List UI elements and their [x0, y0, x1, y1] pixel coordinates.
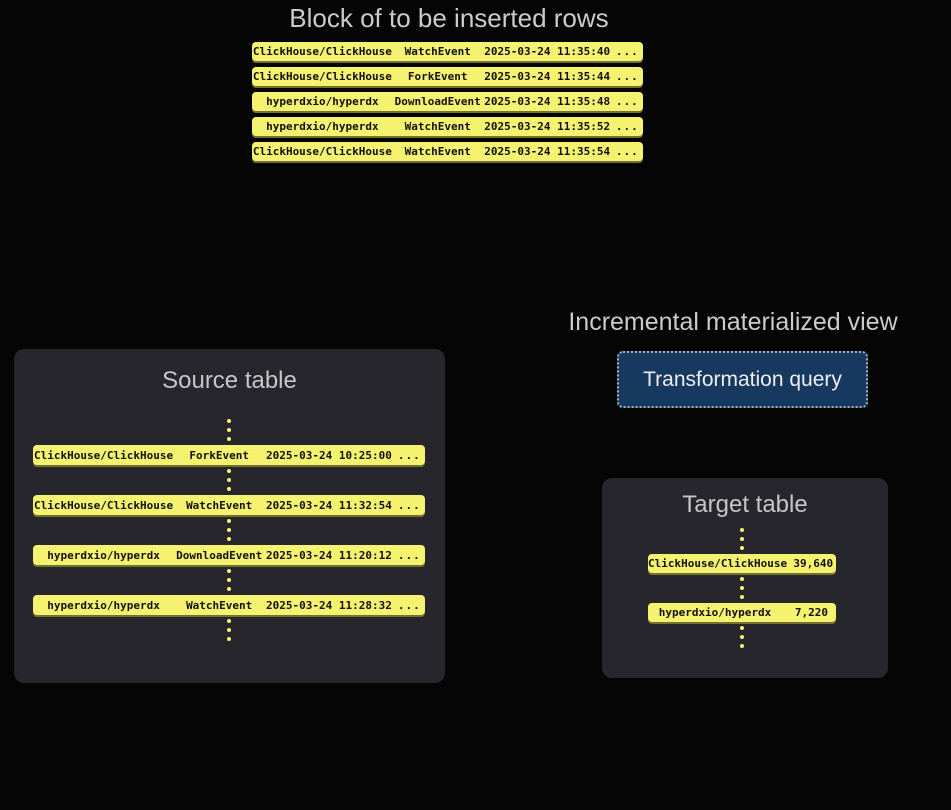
ellipsis-dots — [648, 577, 836, 599]
repo-cell: ClickHouse/ClickHouse — [34, 498, 174, 512]
ellipsis-cell: ... — [397, 498, 421, 512]
ellipsis-dots — [33, 419, 425, 441]
repo-cell: hyperdxio/hyperdx — [658, 606, 772, 619]
repo-cell: ClickHouse/ClickHouse — [252, 70, 392, 83]
timestamp-cell: 2025-03-24 11:35:54 — [484, 145, 611, 158]
table-row: hyperdxio/hyperdx 7,220 — [648, 603, 836, 622]
ellipsis-cell: ... — [615, 70, 639, 83]
table-row: hyperdxio/hyperdx WatchEvent 2025-03-24 … — [33, 595, 425, 615]
ellipsis-cell: ... — [615, 145, 639, 158]
repo-cell: hyperdxio/hyperdx — [266, 120, 379, 133]
repo-cell: ClickHouse/ClickHouse — [648, 557, 788, 570]
table-row: hyperdxio/hyperdx WatchEvent 2025-03-24 … — [252, 117, 643, 136]
event-cell: DownloadEvent — [394, 95, 481, 108]
source-table-title: Source table — [162, 367, 297, 394]
ellipsis-dots — [33, 619, 425, 641]
ellipsis-dots — [648, 626, 836, 648]
table-row: hyperdxio/hyperdx DownloadEvent 2025-03-… — [33, 545, 425, 565]
table-row: ClickHouse/ClickHouse WatchEvent 2025-03… — [252, 42, 643, 61]
table-row: ClickHouse/ClickHouse 39,640 — [648, 554, 836, 573]
count-cell: 7,220 — [794, 606, 828, 619]
ellipsis-cell: ... — [397, 448, 421, 462]
insert-block-title: Block of to be inserted rows — [289, 3, 609, 33]
repo-cell: ClickHouse/ClickHouse — [252, 145, 392, 158]
ellipsis-cell: ... — [615, 45, 639, 58]
target-table-title: Target table — [682, 491, 808, 518]
repo-cell: hyperdxio/hyperdx — [47, 598, 160, 612]
materialized-view-title: Incremental materialized view — [568, 308, 898, 336]
event-cell: ForkEvent — [407, 70, 468, 83]
repo-cell: ClickHouse/ClickHouse — [34, 448, 174, 462]
event-cell: DownloadEvent — [176, 548, 263, 562]
ellipsis-dots — [648, 528, 836, 550]
table-row: ClickHouse/ClickHouse ForkEvent 2025-03-… — [33, 445, 425, 465]
source-table-panel: Source table — [14, 349, 445, 683]
transformation-query-label: Transformation query — [643, 367, 842, 391]
timestamp-cell: 2025-03-24 10:25:00 — [266, 448, 392, 462]
timestamp-cell: 2025-03-24 11:32:54 — [266, 498, 392, 512]
ellipsis-dots — [33, 569, 425, 591]
ellipsis-dots — [33, 469, 425, 491]
ellipsis-dots — [33, 519, 425, 541]
timestamp-cell: 2025-03-24 11:35:40 — [484, 45, 611, 58]
event-cell: WatchEvent — [186, 498, 253, 512]
table-row: ClickHouse/ClickHouse WatchEvent 2025-03… — [33, 495, 425, 515]
event-cell: WatchEvent — [404, 45, 471, 58]
count-cell: 39,640 — [793, 557, 834, 570]
ellipsis-cell: ... — [615, 120, 639, 133]
repo-cell: hyperdxio/hyperdx — [47, 548, 160, 562]
event-cell: WatchEvent — [404, 120, 471, 133]
ellipsis-cell: ... — [397, 598, 421, 612]
repo-cell: hyperdxio/hyperdx — [266, 95, 379, 108]
table-row: ClickHouse/ClickHouse WatchEvent 2025-03… — [252, 142, 643, 161]
target-table-rows: ClickHouse/ClickHouse 39,640 hyperdxio/h… — [648, 528, 836, 648]
ellipsis-cell: ... — [397, 548, 421, 562]
table-row: ClickHouse/ClickHouse ForkEvent 2025-03-… — [252, 67, 643, 86]
timestamp-cell: 2025-03-24 11:20:12 — [266, 548, 392, 562]
timestamp-cell: 2025-03-24 11:35:52 — [484, 120, 611, 133]
table-row: hyperdxio/hyperdx DownloadEvent 2025-03-… — [252, 92, 643, 111]
insert-block-rows: ClickHouse/ClickHouse WatchEvent 2025-03… — [252, 42, 643, 161]
transformation-query-box: Transformation query — [617, 351, 868, 408]
ellipsis-cell: ... — [615, 95, 639, 108]
event-cell: ForkEvent — [189, 448, 249, 462]
repo-cell: ClickHouse/ClickHouse — [252, 45, 392, 58]
source-table-rows: ClickHouse/ClickHouse ForkEvent 2025-03-… — [33, 419, 425, 641]
event-cell: WatchEvent — [186, 598, 253, 612]
event-cell: WatchEvent — [404, 145, 471, 158]
timestamp-cell: 2025-03-24 11:35:44 — [484, 70, 611, 83]
timestamp-cell: 2025-03-24 11:28:32 — [266, 598, 392, 612]
target-table-panel: Target table — [602, 478, 888, 678]
timestamp-cell: 2025-03-24 11:35:48 — [484, 95, 611, 108]
